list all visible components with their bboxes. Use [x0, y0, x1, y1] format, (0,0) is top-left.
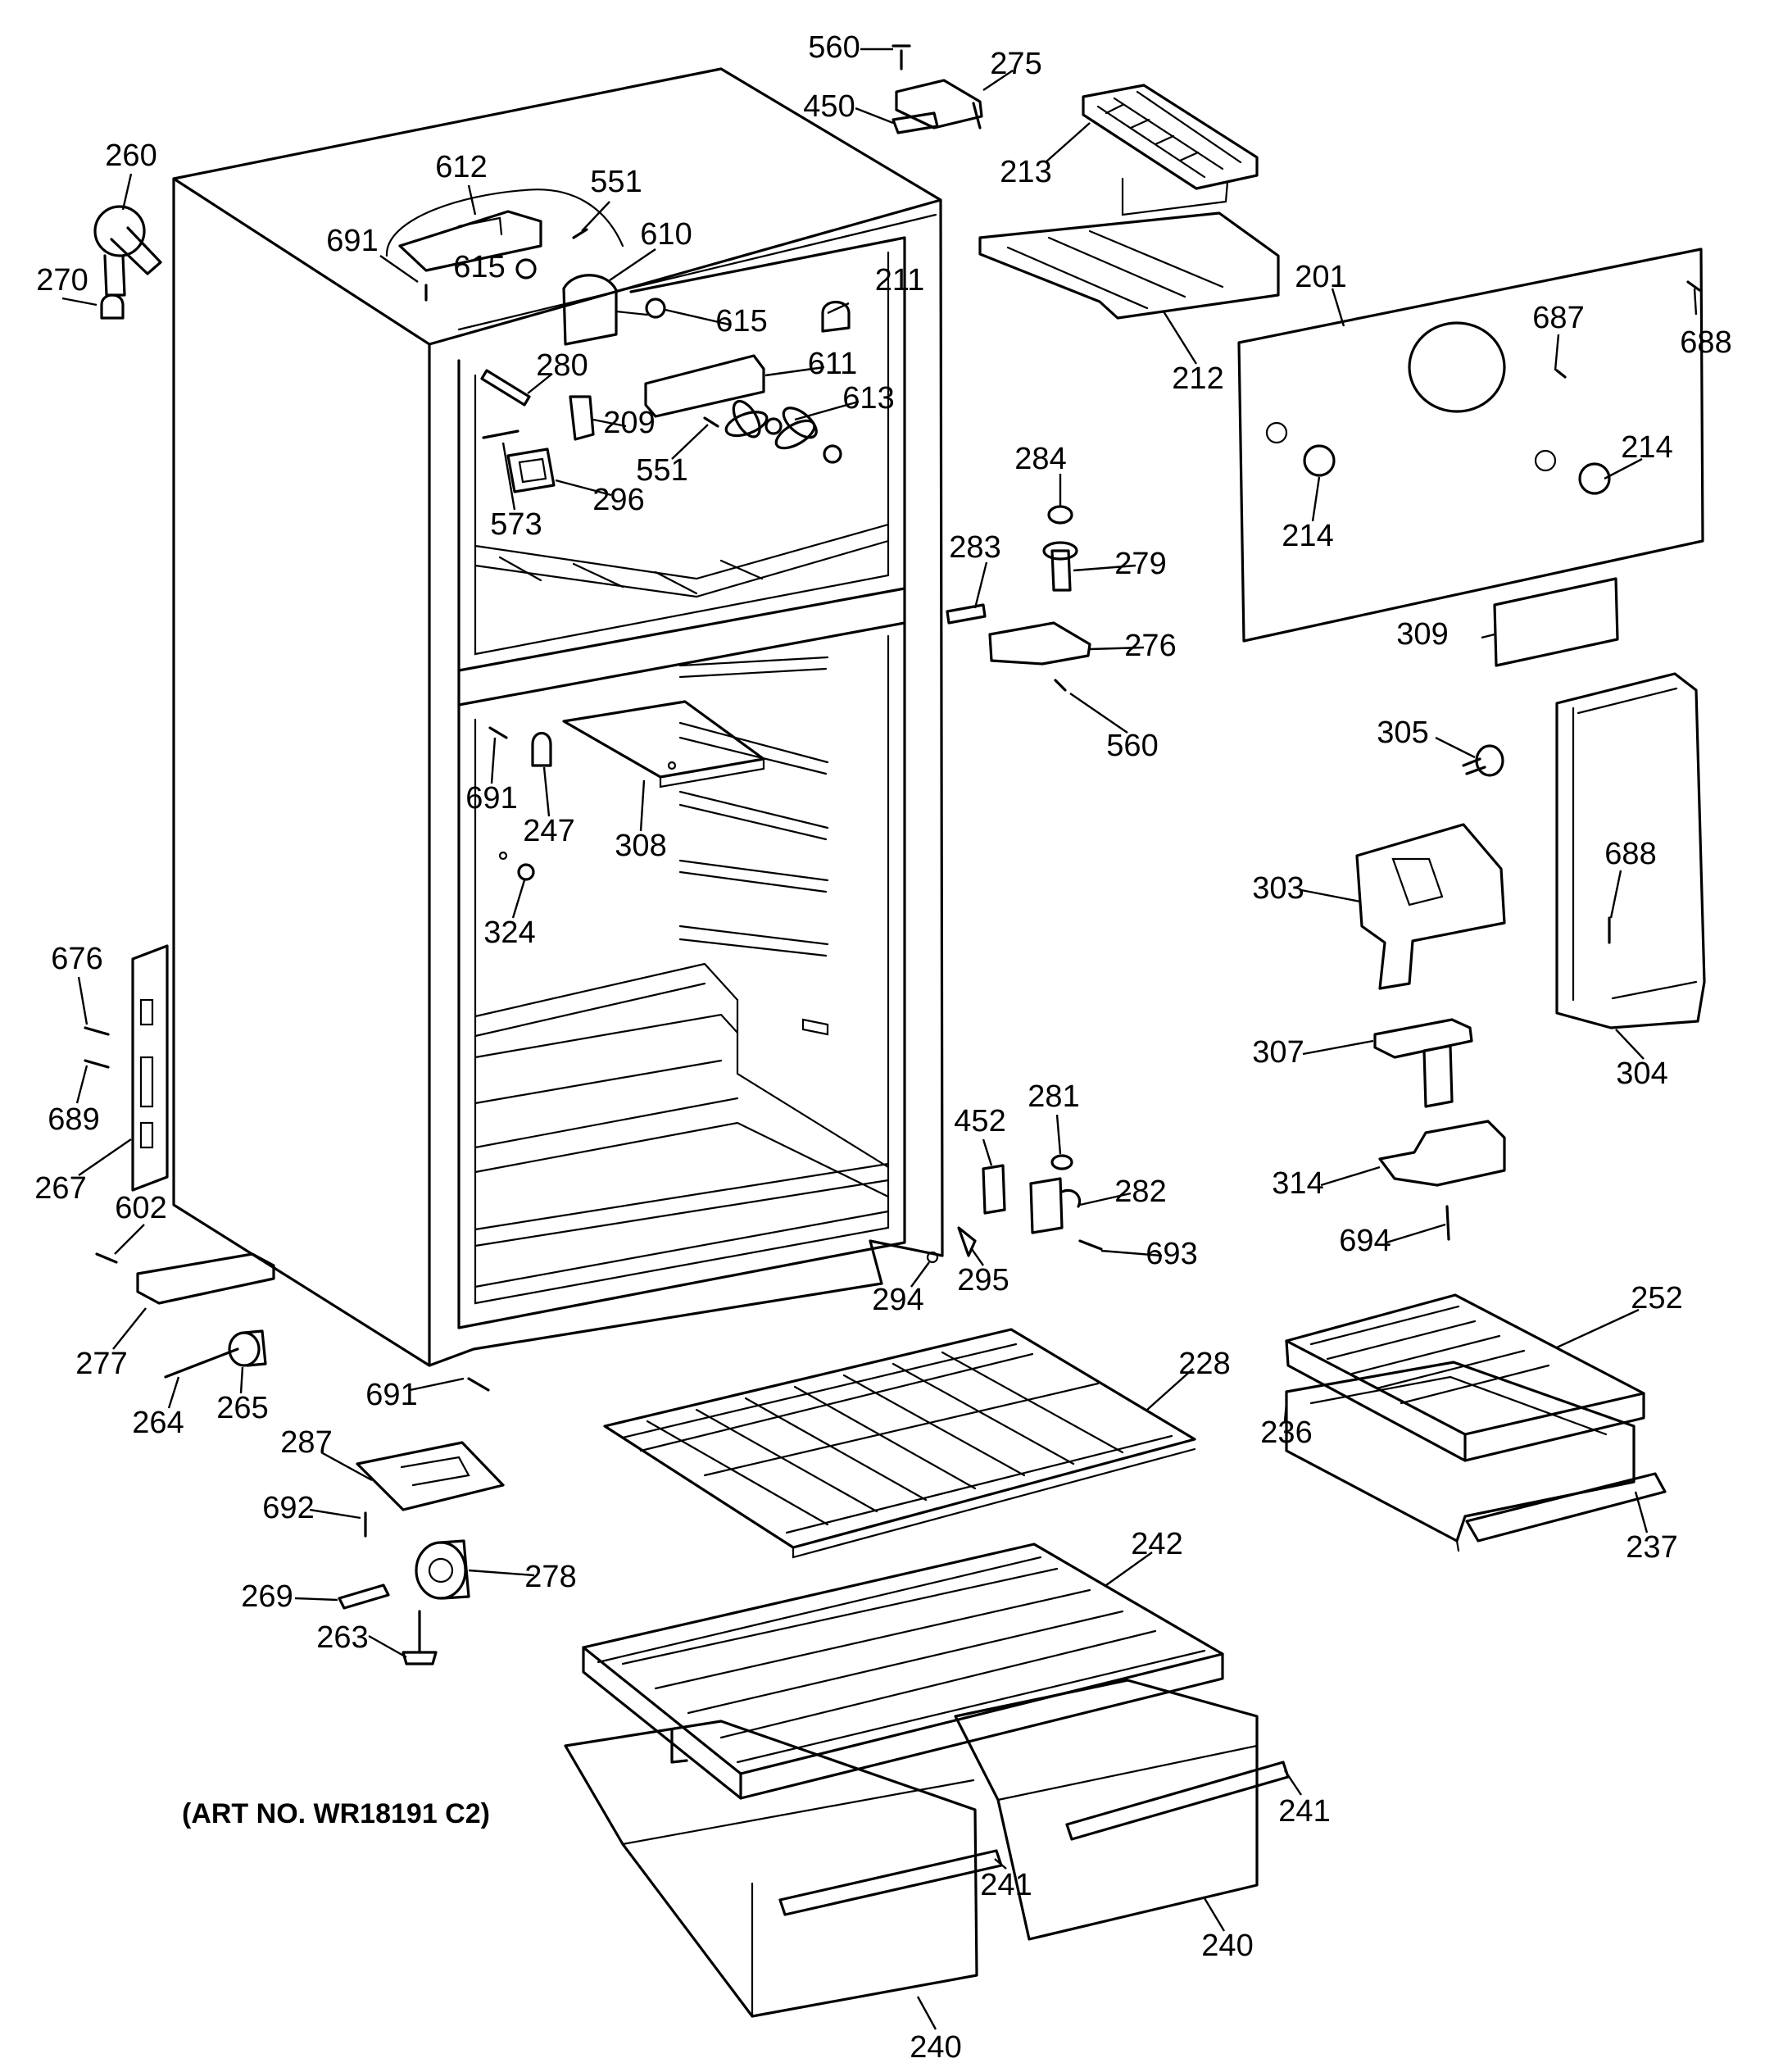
- ice-tray: [1082, 84, 1259, 190]
- callout-691: 691: [326, 224, 378, 258]
- left-side-parts: [84, 205, 275, 1379]
- freezer-back-panel: [1237, 248, 1704, 643]
- callout-314: 314: [1272, 1166, 1323, 1201]
- callout-287: 287: [280, 1425, 332, 1460]
- ice-bin-shelf: [978, 177, 1280, 320]
- meat-pan: [1285, 1361, 1667, 1552]
- callout-237: 237: [1626, 1530, 1677, 1565]
- callout-615: 615: [715, 304, 767, 339]
- callout-280: 280: [536, 348, 588, 383]
- callout-560: 560: [808, 30, 860, 65]
- callout-228: 228: [1178, 1347, 1230, 1381]
- callout-252: 252: [1631, 1281, 1682, 1315]
- lower-hinge-parts: [926, 1154, 1103, 1264]
- callout-452: 452: [954, 1104, 1005, 1138]
- callout-260: 260: [105, 139, 157, 173]
- callout-265: 265: [216, 1391, 268, 1425]
- callout-693: 693: [1146, 1237, 1197, 1271]
- callout-308: 308: [615, 829, 666, 863]
- callout-689: 689: [48, 1102, 99, 1137]
- crisper-cover: [582, 1543, 1224, 1800]
- callout-694: 694: [1339, 1224, 1391, 1258]
- callout-692: 692: [262, 1491, 314, 1525]
- leader-lines: [61, 48, 1698, 2030]
- callout-201: 201: [1295, 260, 1346, 294]
- callout-264: 264: [132, 1406, 184, 1440]
- callout-282: 282: [1114, 1175, 1166, 1209]
- callout-284: 284: [1014, 442, 1066, 476]
- callout-247: 247: [523, 814, 574, 848]
- callout-691: 691: [365, 1378, 417, 1412]
- callout-209: 209: [603, 406, 655, 440]
- refrigerator-cabinet: [172, 67, 944, 1367]
- callout-242: 242: [1131, 1527, 1182, 1561]
- wire-shelf: [603, 1328, 1196, 1559]
- callout-688: 688: [1680, 325, 1731, 360]
- callout-214: 214: [1282, 519, 1333, 553]
- callout-610: 610: [640, 217, 692, 252]
- callout-324: 324: [483, 916, 535, 950]
- callout-450: 450: [803, 89, 855, 124]
- callout-687: 687: [1532, 301, 1584, 335]
- art-number: (ART NO. WR18191 C2): [182, 1798, 490, 1829]
- callout-270: 270: [36, 263, 88, 298]
- callout-615: 615: [453, 250, 505, 284]
- top-hinge-parts: [892, 44, 983, 134]
- callout-278: 278: [524, 1560, 576, 1594]
- callout-551: 551: [636, 453, 687, 488]
- callout-240: 240: [910, 2030, 961, 2065]
- callout-551: 551: [590, 165, 642, 199]
- callout-212: 212: [1172, 361, 1223, 396]
- callout-277: 277: [75, 1347, 127, 1381]
- roller-leg-parts: [338, 1377, 505, 1665]
- callout-304: 304: [1616, 1056, 1667, 1091]
- control-housing: [1355, 672, 1706, 1241]
- fresh-food-components: [488, 700, 765, 881]
- callout-307: 307: [1252, 1035, 1304, 1070]
- meat-pan-cover: [1285, 1293, 1645, 1462]
- callout-296: 296: [592, 483, 644, 517]
- callout-276: 276: [1124, 629, 1176, 663]
- callout-305: 305: [1377, 716, 1428, 750]
- callout-240: 240: [1201, 1929, 1253, 1963]
- callout-267: 267: [34, 1171, 86, 1206]
- callout-676: 676: [51, 942, 102, 976]
- callout-241: 241: [1278, 1794, 1330, 1829]
- callout-611: 611: [808, 347, 858, 381]
- callout-275: 275: [990, 47, 1041, 81]
- callout-560: 560: [1106, 729, 1158, 763]
- callout-303: 303: [1252, 871, 1304, 906]
- callout-612: 612: [435, 150, 487, 184]
- callout-241: 241: [980, 1868, 1032, 1902]
- center-hinge-parts: [946, 505, 1091, 692]
- callout-213: 213: [1000, 155, 1051, 189]
- callout-283: 283: [949, 530, 1000, 565]
- callout-688: 688: [1604, 837, 1656, 871]
- callout-602: 602: [115, 1191, 166, 1225]
- callout-236: 236: [1260, 1415, 1312, 1450]
- callout-214: 214: [1621, 430, 1672, 465]
- callout-labels: 560 275 450 213 260 612 551 610 691 615 270 211 201 6…: [34, 30, 1731, 2065]
- callout-211: 211: [875, 263, 925, 298]
- label-card: [1493, 577, 1619, 667]
- callout-279: 279: [1114, 547, 1166, 581]
- callout-281: 281: [1028, 1079, 1079, 1114]
- callout-613: 613: [842, 381, 894, 416]
- crisper-drawer-left: [564, 1720, 1003, 2018]
- freezer-components: [385, 189, 851, 493]
- callout-309: 309: [1396, 617, 1448, 652]
- callout-691: 691: [465, 781, 517, 816]
- callout-269: 269: [241, 1579, 293, 1614]
- callout-295: 295: [957, 1263, 1009, 1297]
- callout-263: 263: [316, 1620, 368, 1655]
- callout-294: 294: [872, 1283, 923, 1317]
- callout-573: 573: [490, 507, 542, 542]
